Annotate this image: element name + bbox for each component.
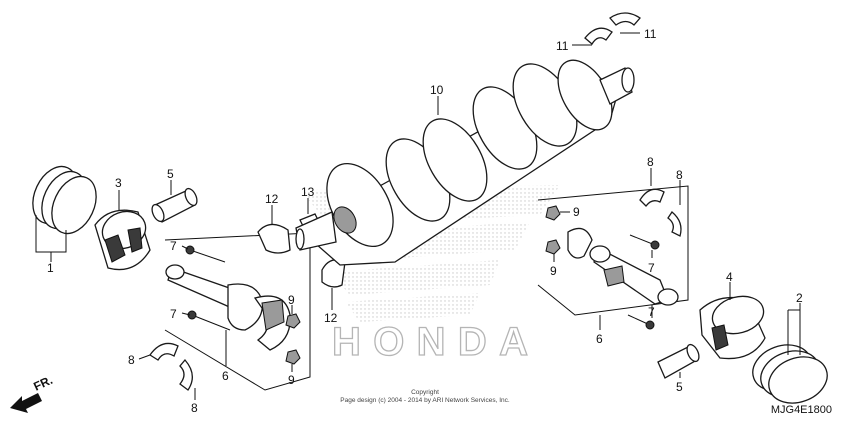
main-bearing-lower [321,259,346,288]
thrust-washers [584,12,641,45]
callout-numbers: 1 2 3 4 5 5 6 6 7 7 7 7 8 8 8 8 9 9 9 9 … [47,27,803,415]
callout-12-a: 12 [265,192,279,206]
callout-8-b: 8 [191,401,198,415]
callout-6-left: 6 [222,369,229,383]
piston-pin-right [657,343,700,379]
piston-rings-right [752,344,828,404]
callout-4: 4 [726,270,733,284]
callout-12-b: 12 [324,311,338,325]
piston-rings-left [32,165,97,235]
copyright-label: Copyright [411,389,439,396]
callout-2: 2 [796,291,803,305]
callout-13: 13 [301,185,315,199]
rod-bolts-right [627,234,660,330]
callout-1: 1 [47,261,54,275]
front-direction-arrow [10,393,42,413]
piston-left [94,209,151,271]
callout-9-d: 9 [550,264,557,278]
honda-watermark-text: HONDA [332,320,532,364]
piston-right [699,295,766,360]
connecting-rod-left [165,264,291,351]
callout-5-left: 5 [167,167,174,181]
rod-bearings-right-top [639,188,682,237]
callout-9-a: 9 [288,293,295,307]
callout-7-a: 7 [170,239,177,253]
callout-9-b: 9 [288,373,295,387]
callout-3: 3 [115,176,122,190]
leader-lines [35,32,801,400]
callout-8-d: 8 [676,168,683,182]
connecting-rod-right [567,227,679,306]
callout-7-b: 7 [170,307,177,321]
callout-11-b: 11 [644,27,657,41]
callout-8-c: 8 [647,155,654,169]
callout-9-c: 9 [573,205,580,219]
rod-bearings-left [149,342,193,391]
rod-nuts-left [285,313,301,365]
callout-7-d: 7 [648,305,655,319]
callout-6-right: 6 [596,332,603,346]
callout-8-a: 8 [128,353,135,367]
callout-5-right: 5 [676,380,683,394]
right-rod-group-frame [537,185,689,316]
callout-7-c: 7 [648,261,655,275]
copyright-notice: Page design (c) 2004 - 2014 by ARI Netwo… [340,397,510,404]
rod-nuts-right [545,205,561,255]
diagram-code: MJG4E1800 [770,404,832,416]
callout-11-a: 11 [556,39,569,53]
callout-10: 10 [430,83,444,97]
main-bearing-upper [257,223,291,254]
piston-pin-left [151,187,198,223]
crankshaft [295,59,635,266]
rod-bolts-left [185,245,231,331]
